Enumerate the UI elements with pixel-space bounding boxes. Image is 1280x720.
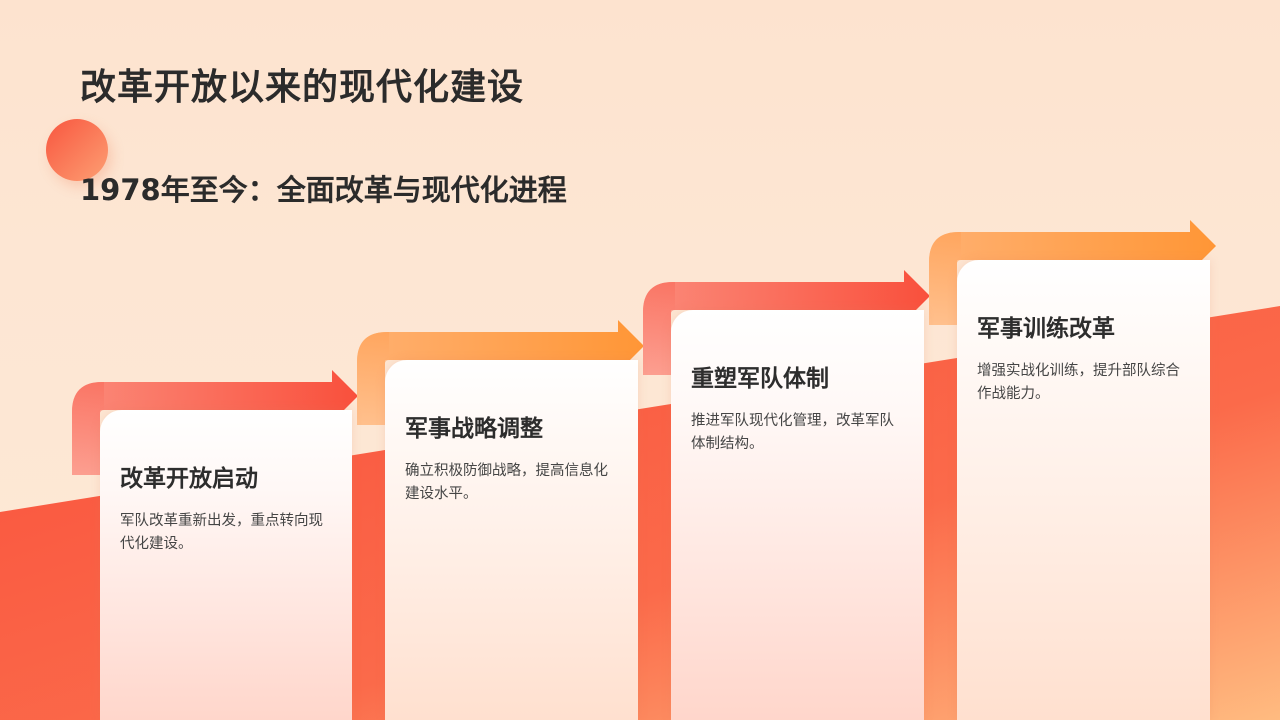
slide-subtitle: 1978年至今：全面改革与现代化进程 <box>80 173 567 207</box>
step-card-description: 增强实战化训练，提升部队综合作战能力。 <box>977 363 1180 402</box>
step-card-title: 军事训练改革 <box>977 316 1115 342</box>
step-card-3: 重塑军队体制 推进军队现代化管理，改革军队体制结构。 <box>671 310 924 720</box>
step-card-description: 推进军队现代化管理，改革军队体制结构。 <box>691 413 894 452</box>
step-card-2: 军事战略调整 确立积极防御战略，提高信息化建设水平。 <box>385 360 638 720</box>
arrow-step-2-icon <box>357 320 644 425</box>
step-card-title: 改革开放启动 <box>120 466 258 492</box>
arrow-step-4-icon <box>929 220 1216 325</box>
step-card-title: 军事战略调整 <box>405 416 543 442</box>
step-card-description: 确立积极防御战略，提高信息化建设水平。 <box>405 463 608 502</box>
step-card-4: 军事训练改革 增强实战化训练，提升部队综合作战能力。 <box>957 260 1210 720</box>
step-card-title: 重塑军队体制 <box>691 366 829 392</box>
step-card-1: 改革开放启动 军队改革重新出发，重点转向现代化建设。 <box>100 410 352 720</box>
decorative-circle <box>46 119 108 181</box>
arrow-step-1-icon <box>72 370 358 475</box>
arrow-step-3-icon <box>643 270 930 375</box>
step-card-description: 军队改革重新出发，重点转向现代化建设。 <box>120 513 323 552</box>
slide-title: 改革开放以来的现代化建设 <box>80 67 525 108</box>
